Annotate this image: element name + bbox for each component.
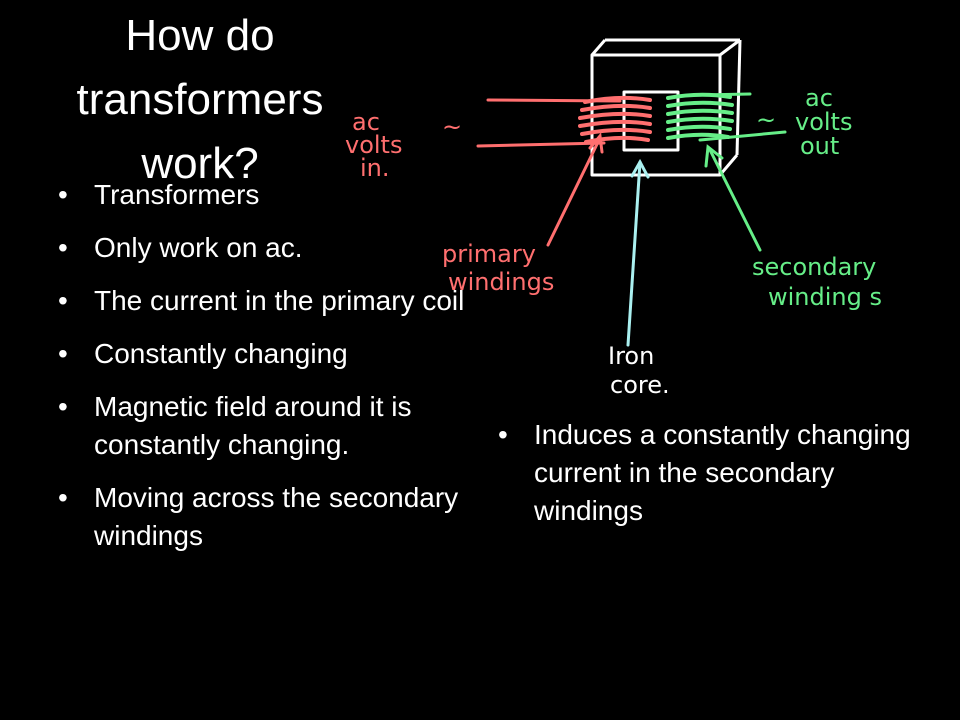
label-line: Iron xyxy=(608,342,654,370)
slide-title: How do transformers work? xyxy=(40,4,360,196)
bullet-item: Induces a constantly changing current in… xyxy=(498,416,918,530)
bullet-item: Only work on ac. xyxy=(58,229,468,267)
label-line: secondary xyxy=(752,253,876,281)
iron-core-label: Iron core. xyxy=(608,342,670,399)
title-line: transformers xyxy=(76,75,324,124)
primary-windings-label: primary windings xyxy=(442,240,554,296)
label-line: winding s xyxy=(768,283,882,311)
label-line: volts xyxy=(795,108,852,136)
label-line: volts xyxy=(345,131,402,159)
label-line: ac xyxy=(352,108,380,136)
transformer-diagram: ~ ~ ac volts in. ac volts out primary wi… xyxy=(345,38,882,399)
secondary-windings-label: secondary winding s xyxy=(752,253,882,311)
ac-volts-in-label: ac volts in. xyxy=(345,108,402,182)
bullet-item: Constantly changing xyxy=(58,335,468,373)
label-line: out xyxy=(800,132,839,160)
label-line: ac xyxy=(805,84,833,112)
primary-coil xyxy=(578,95,652,144)
primary-arrow xyxy=(546,132,604,247)
secondary-output-wires xyxy=(698,92,787,142)
label-line: primary xyxy=(442,240,536,268)
label-line: in. xyxy=(360,154,390,182)
bullet-item: Transformers xyxy=(58,176,468,214)
left-bullet-list: Transformers Only work on ac. The curren… xyxy=(58,176,468,570)
label-line: windings xyxy=(448,268,554,296)
ac-volts-out-label: ac volts out xyxy=(795,84,852,160)
ac-out-tilde: ~ xyxy=(756,106,776,134)
title-line: How do xyxy=(125,11,275,60)
right-bullet-list: Induces a constantly changing current in… xyxy=(498,416,918,545)
ac-in-tilde: ~ xyxy=(442,113,462,141)
bullet-item: Magnetic field around it is constantly c… xyxy=(58,388,468,464)
iron-core-arrow xyxy=(626,158,650,347)
label-line: core. xyxy=(610,371,670,399)
bullet-item: Moving across the secondary windings xyxy=(58,479,468,555)
bullet-item: The current in the primary coil xyxy=(58,282,468,320)
secondary-arrow xyxy=(704,144,762,252)
